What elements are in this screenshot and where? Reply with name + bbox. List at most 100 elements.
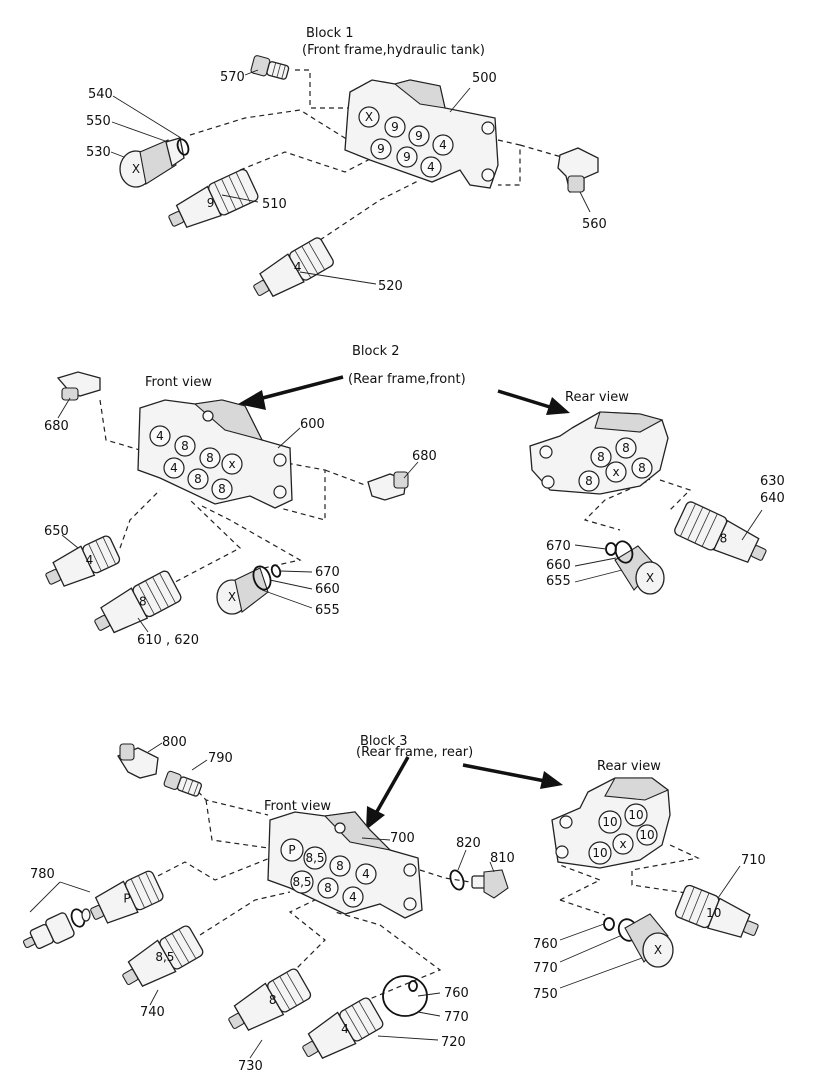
block3-assembly-line xyxy=(334,911,442,1006)
port-mark: 8 xyxy=(218,482,226,496)
port-mark: P xyxy=(288,843,295,857)
port-mark: 4 xyxy=(349,890,357,904)
cartridge-630-640: 8 xyxy=(674,501,767,564)
port-mark: X xyxy=(646,571,654,585)
callout-780: 780 xyxy=(30,867,55,882)
callout-560: 560 xyxy=(582,217,607,232)
manifold-block-600-front: 4 8 4 8 x 8 8 xyxy=(137,399,293,509)
port-mark: 8,5 xyxy=(305,851,324,865)
block3-title: Block 3 xyxy=(360,734,408,749)
block3-assembly-line xyxy=(199,891,291,936)
block3-group: Block 3 (Rear frame, rear) Front view Re… xyxy=(22,734,766,1074)
arrow-head xyxy=(366,806,385,830)
cartridge-mark: 8 xyxy=(720,532,728,546)
cartridge-mark: 4 xyxy=(86,553,94,567)
callout-810: 810 xyxy=(490,851,515,866)
callout-720: 720 xyxy=(441,1035,466,1050)
block2-rear-view-label: Rear view xyxy=(565,390,629,405)
o-ring-760 xyxy=(408,980,418,992)
callout-700: 700 xyxy=(390,831,415,846)
port-mark: 10 xyxy=(628,808,643,822)
block2-assembly-line xyxy=(324,469,366,486)
callout-655: 655 xyxy=(315,603,340,618)
callout-680: 680 xyxy=(412,449,437,464)
block3-assembly-line xyxy=(149,857,271,881)
plug-750: X xyxy=(624,913,674,968)
block2-assembly-line xyxy=(159,499,242,591)
port-mark: 8 xyxy=(638,461,646,475)
callout-530: 530 xyxy=(86,145,111,160)
port-mark: X xyxy=(132,162,140,176)
port-mark: 8 xyxy=(585,474,593,488)
cartridge-p: P xyxy=(90,870,164,924)
callout-670: 670 xyxy=(315,565,340,580)
callout-660: 660 xyxy=(315,582,340,597)
plug-530: X xyxy=(119,137,185,188)
plug-655-rear: X xyxy=(614,545,665,595)
callout-770: 770 xyxy=(444,1010,469,1025)
block2-assembly-line xyxy=(659,479,692,511)
callout-730: 730 xyxy=(238,1059,263,1074)
block1-title: Block 1 xyxy=(306,26,354,41)
block3-front-view-label: Front view xyxy=(264,799,331,814)
callout-640: 640 xyxy=(760,491,785,506)
assembly-780 xyxy=(22,908,91,950)
callout-540: 540 xyxy=(88,87,113,102)
block3-assembly-line xyxy=(191,784,269,816)
port-mark: X xyxy=(365,110,373,124)
cartridge-mark: 4 xyxy=(341,1022,349,1036)
block3-assembly-line xyxy=(205,799,269,849)
callout-655-rear: 655 xyxy=(546,574,571,589)
port-mark: 9 xyxy=(415,129,423,143)
o-ring-770 xyxy=(382,975,428,1017)
cartridge-510: 9 xyxy=(168,168,259,228)
callout-630: 630 xyxy=(760,474,785,489)
o-ring-820 xyxy=(449,869,465,891)
port-mark: x xyxy=(619,837,626,851)
callout-800: 800 xyxy=(162,735,187,750)
block2-front-view-label: Front view xyxy=(145,375,212,390)
callout-600: 600 xyxy=(300,417,325,432)
block1-assembly-line xyxy=(239,151,373,173)
block3-assembly-line xyxy=(631,844,701,896)
o-ring-660-rear xyxy=(614,540,634,564)
elbow-fitting-680-left xyxy=(56,371,101,401)
port-mark: 9 xyxy=(391,120,399,134)
block3-subtitle: (Rear frame, rear) xyxy=(356,745,473,760)
callout-820: 820 xyxy=(456,836,481,851)
port-mark: 4 xyxy=(156,429,164,443)
callout-790: 790 xyxy=(208,751,233,766)
block1-group: Block 1 (Front frame,hydraulic tank) X 9… xyxy=(86,26,607,298)
callout-660-rear: 660 xyxy=(546,558,571,573)
port-mark: 9 xyxy=(377,142,385,156)
callout-760: 760 xyxy=(444,986,469,1001)
port-mark: 10 xyxy=(639,828,654,842)
block3-rear-view-label: Rear view xyxy=(597,759,661,774)
cartridge-mark: 8,5 xyxy=(155,950,174,964)
o-ring-670 xyxy=(270,564,282,578)
port-mark: 9 xyxy=(403,150,411,164)
plug-810 xyxy=(471,869,509,899)
block1-assembly-line xyxy=(319,179,421,241)
cartridge-650: 4 xyxy=(45,535,121,587)
port-mark: 4 xyxy=(362,867,370,881)
arrow-head xyxy=(540,771,563,789)
block3-assembly-line xyxy=(284,899,326,981)
manifold-block-700-front: P 8,5 8 4 8,5 8 4 xyxy=(267,811,423,919)
port-mark: 8 xyxy=(336,859,344,873)
callout-710: 710 xyxy=(741,853,766,868)
port-mark: x xyxy=(228,457,235,471)
arrow-head xyxy=(546,397,570,415)
port-mark: X xyxy=(228,590,236,604)
adapter-790 xyxy=(163,770,203,797)
elbow-fitting-680-right xyxy=(367,471,409,501)
adapter-570 xyxy=(250,55,290,80)
port-mark: 4 xyxy=(439,138,447,152)
cartridge-720: 4 xyxy=(302,997,384,1059)
o-ring-540 xyxy=(176,138,190,156)
arrow-head xyxy=(238,390,266,410)
callout-610-620: 610 , 620 xyxy=(137,633,199,648)
block2-assembly-line xyxy=(269,459,326,521)
callout-510: 510 xyxy=(262,197,287,212)
